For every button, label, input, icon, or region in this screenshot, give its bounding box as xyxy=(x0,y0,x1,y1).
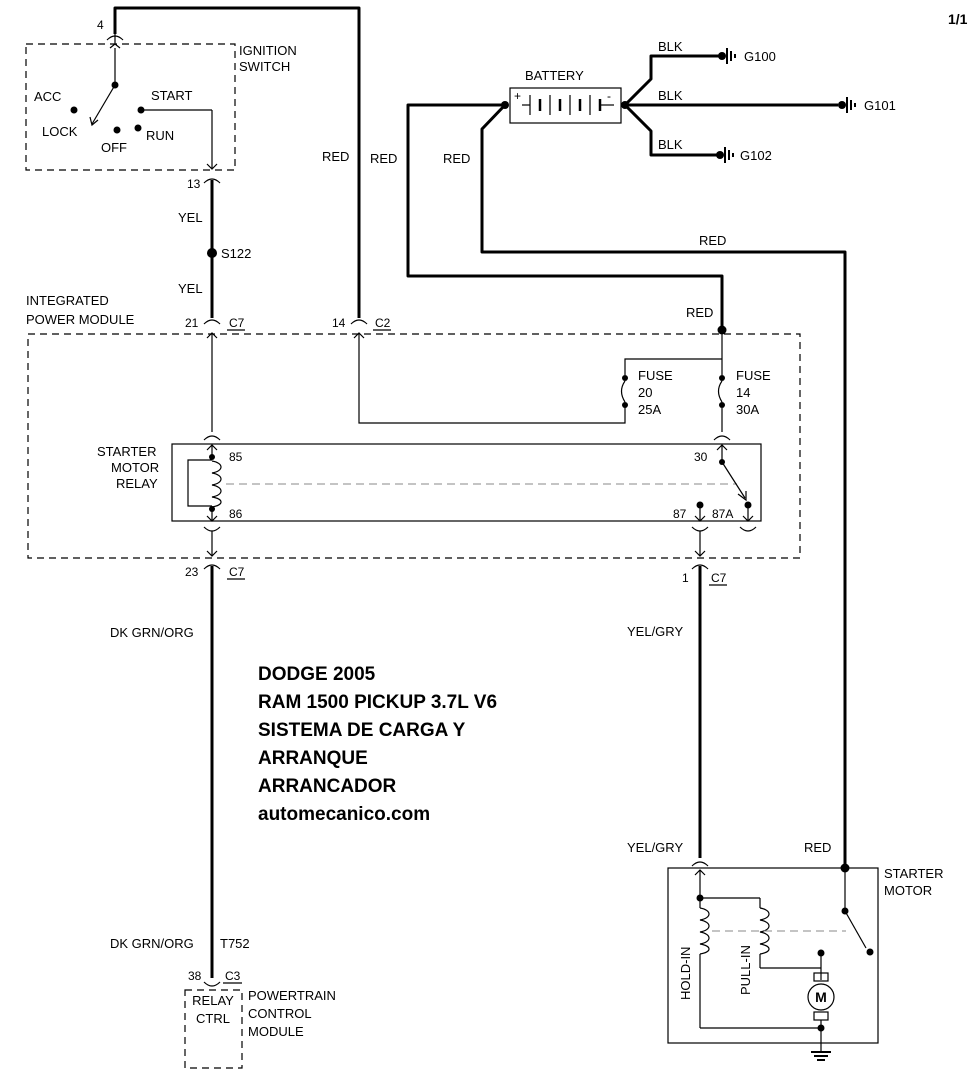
ipm-c7-bottom-left-pin: 23 xyxy=(185,565,199,579)
wire-blk-g102 xyxy=(623,103,718,157)
relay-pin-30: 30 xyxy=(694,450,708,464)
relay-pin-86: 86 xyxy=(229,507,243,521)
integrated-power-module: INTEGRATED POWER MODULE 21 C7 14 C2 FUSE… xyxy=(26,293,801,586)
pull-in-label: PULL-IN xyxy=(738,945,753,995)
title-line-6: automecanico.com xyxy=(258,804,430,825)
wire-red-ignition-feed xyxy=(113,6,361,318)
pcm-label-3: MODULE xyxy=(248,1024,304,1039)
pcm-inner-2: CTRL xyxy=(196,1011,230,1026)
ignition-pos-acc: ACC xyxy=(34,89,61,104)
fuse-14-number: 14 xyxy=(736,385,750,400)
ignition-pos-lock: LOCK xyxy=(42,124,78,139)
fuse-14-label: FUSE xyxy=(736,368,771,383)
pcm-label-2: CONTROL xyxy=(248,1006,312,1021)
title-block: DODGE 2005 RAM 1500 PICKUP 3.7L V6 SISTE… xyxy=(258,664,497,825)
motor-symbol: M xyxy=(815,989,827,1005)
wire-red-battery-ipm xyxy=(406,103,724,330)
ipm-c7-bottom-right-conn: C7 xyxy=(711,571,727,585)
ground-icon xyxy=(811,1051,831,1061)
battery-minus: - xyxy=(607,89,611,103)
wire-label-red-1: RED xyxy=(322,149,349,164)
pcm-conn: C3 xyxy=(225,969,241,983)
wire-label-blk-3: BLK xyxy=(658,137,683,152)
relay-label-3: RELAY xyxy=(116,476,158,491)
ipm-c7-bottom-left-conn: C7 xyxy=(229,565,245,579)
title-line-4: ARRANQUE xyxy=(258,748,368,769)
ground-g100-label: G100 xyxy=(744,49,776,64)
hold-in-label: HOLD-IN xyxy=(678,947,693,1000)
ground-icon xyxy=(718,48,736,64)
wire-label-yel-gry-1: YEL/GRY xyxy=(627,624,683,639)
ground-g102-label: G102 xyxy=(740,148,772,163)
fuse-14-rating: 30A xyxy=(736,402,759,417)
ipm-c2-pin: 14 xyxy=(332,316,346,330)
splice-label: S122 xyxy=(221,246,251,261)
wire-red-battery-starter xyxy=(480,103,847,868)
ignition-pos-run: RUN xyxy=(146,128,174,143)
title-line-5: ARRANCADOR xyxy=(258,776,397,797)
ground-icon xyxy=(716,147,734,163)
pcm-inner-1: RELAY xyxy=(192,993,234,1008)
ipm-label-1: INTEGRATED xyxy=(26,293,109,308)
splice-s122 xyxy=(207,248,217,258)
wire-label-dk-grn-org-1: DK GRN/ORG xyxy=(110,625,194,640)
relay-pin-87: 87 xyxy=(673,507,687,521)
ground-g101-label: G101 xyxy=(864,98,896,113)
wire-label-dk-grn-org-2: DK GRN/ORG xyxy=(110,936,194,951)
ipm-c7-top-conn: C7 xyxy=(229,316,245,330)
page-number: 1/1 xyxy=(948,11,968,27)
fuse-20-number: 20 xyxy=(638,385,652,400)
powertrain-control-module: 38 C3 RELAY CTRL POWERTRAIN CONTROL MODU… xyxy=(184,969,336,1069)
relay-label-2: MOTOR xyxy=(111,460,159,475)
ignition-switch-label-1: IGNITION xyxy=(239,43,297,58)
starter-label-2: MOTOR xyxy=(884,883,932,898)
ignition-switch-label-2: SWITCH xyxy=(239,59,290,74)
relay-pin-87a: 87A xyxy=(712,507,733,521)
battery-label: BATTERY xyxy=(525,68,584,83)
ipm-c7-bottom-right-pin: 1 xyxy=(682,571,689,585)
ignition-pos-start: START xyxy=(151,88,192,103)
pcm-label-1: POWERTRAIN xyxy=(248,988,336,1003)
pcm-connector-id: T752 xyxy=(220,936,250,951)
wire-blk-g100 xyxy=(623,54,720,107)
wire-label-red-4: RED xyxy=(699,233,726,248)
title-line-3: SISTEMA DE CARGA Y xyxy=(258,720,466,741)
relay-pin-85: 85 xyxy=(229,450,243,464)
starter-motor: STARTER MOTOR HOLD-IN PULL-IN M xyxy=(667,861,943,1061)
wire-label-blk-1: BLK xyxy=(658,39,683,54)
starter-motor-relay: STARTER MOTOR RELAY 85 86 xyxy=(97,443,762,532)
wire-label-red-3: RED xyxy=(443,151,470,166)
ignition-pin-in: 4 xyxy=(97,18,104,32)
wire-label-red-5: RED xyxy=(686,305,713,320)
wire-label-red-2: RED xyxy=(370,151,397,166)
battery-plus: + xyxy=(514,89,521,103)
title-line-1: DODGE 2005 xyxy=(258,664,376,685)
fuse-20-label: FUSE xyxy=(638,368,673,383)
wire-label-yel-2: YEL xyxy=(178,281,203,296)
wire-label-blk-2: BLK xyxy=(658,88,683,103)
title-line-2: RAM 1500 PICKUP 3.7L V6 xyxy=(258,692,497,713)
battery: BATTERY + - xyxy=(501,68,629,124)
ground-icon xyxy=(838,97,856,113)
relay-label-1: STARTER xyxy=(97,444,156,459)
wire-label-yel-1: YEL xyxy=(178,210,203,225)
wire-label-yel-gry-2: YEL/GRY xyxy=(627,840,683,855)
ipm-c7-top-pin: 21 xyxy=(185,316,199,330)
pcm-pin: 38 xyxy=(188,969,202,983)
fuse-20-rating: 25A xyxy=(638,402,661,417)
wire-label-red-6: RED xyxy=(804,840,831,855)
ipm-c2-conn: C2 xyxy=(375,316,391,330)
starter-label-1: STARTER xyxy=(884,866,943,881)
ignition-switch: IGNITION SWITCH 4 ACC LOCK OFF RUN START… xyxy=(25,18,297,191)
ignition-pos-off: OFF xyxy=(101,140,127,155)
ipm-label-2: POWER MODULE xyxy=(26,312,135,327)
ignition-pin-out: 13 xyxy=(187,177,201,191)
